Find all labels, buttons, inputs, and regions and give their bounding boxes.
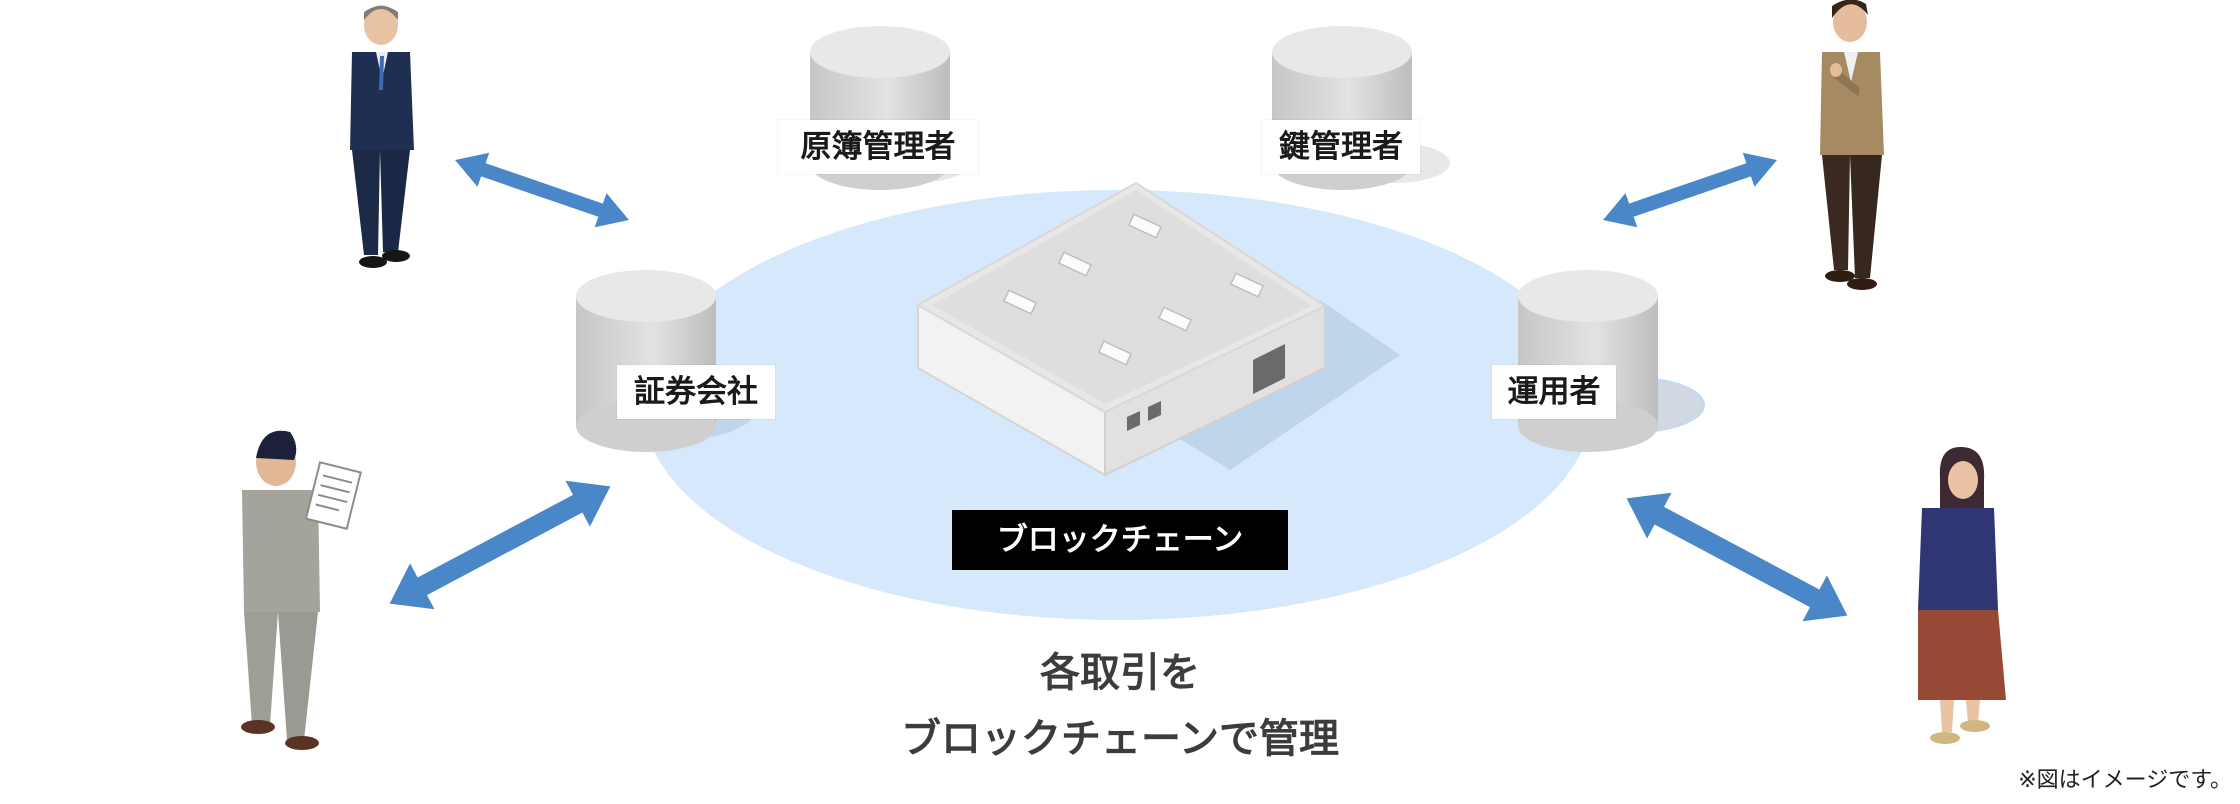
- arrow-top-left: [455, 152, 629, 228]
- cylinder-securities-company: [576, 270, 716, 452]
- ledger-manager-label: 原簿管理者: [778, 120, 978, 174]
- caption-line-1: 各取引を: [1040, 650, 1200, 696]
- person-woman-icon: [1918, 446, 2006, 744]
- arrows: [389, 152, 1848, 622]
- arrow-top-right: [1603, 152, 1777, 228]
- securities-company-label: 証券会社: [617, 365, 775, 419]
- caption-line-2: ブロックチェーンで管理: [901, 716, 1339, 762]
- operator-label: 運用者: [1492, 365, 1616, 419]
- image-note: ※図はイメージです。: [2018, 768, 2232, 793]
- caption: 各取引を ブロックチェーンで管理: [770, 640, 1470, 772]
- arrow-bottom-left: [389, 480, 611, 610]
- arrow-bottom-right: [1626, 492, 1848, 622]
- key-manager-label: 鍵管理者: [1262, 120, 1420, 174]
- blockchain-label: ブロックチェーン: [952, 510, 1288, 570]
- data-center-building: [915, 181, 1328, 477]
- person-brown-jacket-icon: [1820, 0, 1884, 290]
- person-grey-suit-icon: [241, 430, 362, 750]
- person-navy-suit-icon: [350, 5, 414, 268]
